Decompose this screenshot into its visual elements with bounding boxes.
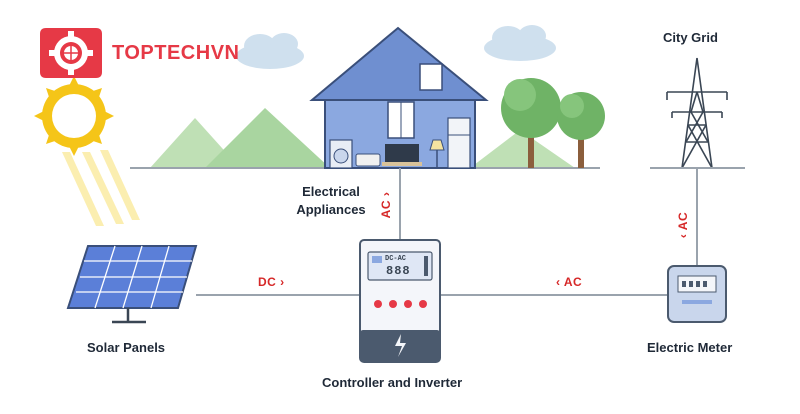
house-icon: [309, 26, 489, 169]
electric-meter-label: Electric Meter: [647, 340, 733, 355]
sun-rays: [62, 150, 140, 226]
cloud-icon: [236, 33, 304, 69]
solar-panel-icon: [66, 245, 198, 324]
tree-icon: [501, 78, 561, 168]
brand-logo: [36, 22, 106, 84]
electrical-appliances-label: Electrical Appliances: [296, 184, 366, 217]
electric-meter-icon: [667, 265, 727, 323]
controller-inverter-label: Controller and Inverter: [322, 375, 463, 390]
sun-icon: [34, 76, 114, 156]
ac-up-flow-label: AC ›: [379, 191, 393, 219]
tree-icon: [557, 92, 605, 168]
connection-lines: [196, 168, 698, 296]
solar-panels-label: Solar Panels: [87, 340, 166, 355]
controller-digits: 888: [386, 264, 411, 278]
transmission-tower-icon: [666, 57, 728, 169]
controller-inverter-icon: [359, 239, 441, 363]
controller-mode-text: DC-AC: [385, 255, 407, 263]
city-grid-label: City Grid: [663, 30, 718, 45]
gear-globe-icon: [40, 28, 102, 78]
brand-name: TOPTECHVN: [112, 42, 240, 64]
ac-grid-flow-label: ‹ AC: [676, 211, 690, 239]
ac-flow-label: ‹ AC: [556, 275, 583, 289]
cloud-icon: [484, 25, 556, 61]
mountains: [150, 108, 575, 168]
dc-flow-label: DC ›: [258, 275, 285, 289]
